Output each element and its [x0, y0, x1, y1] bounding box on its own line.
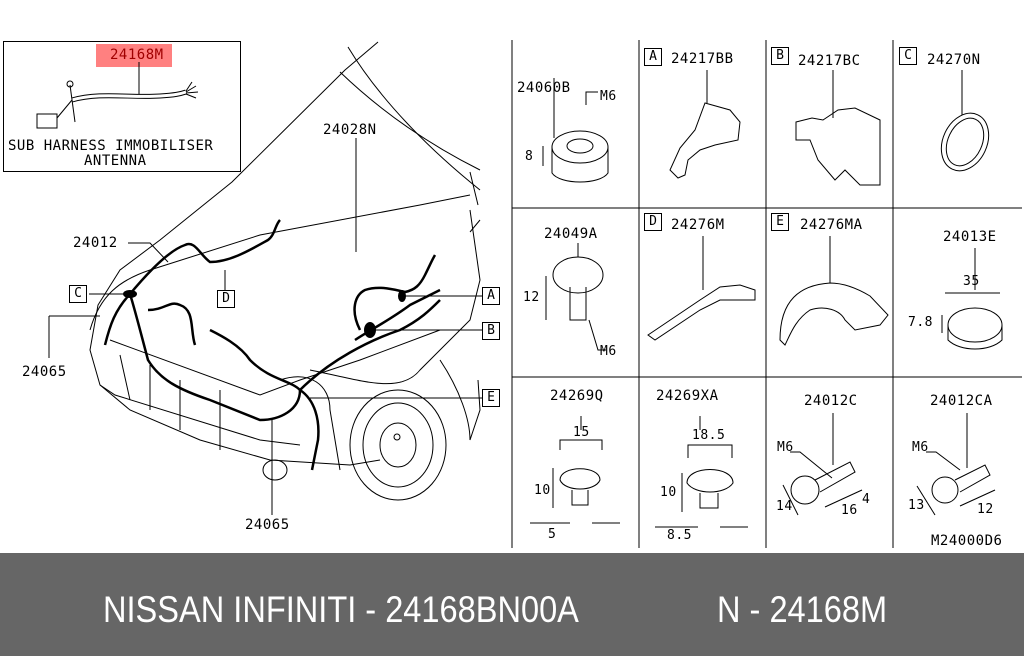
inset-sub-harness [3, 41, 241, 172]
dim-12-ca: 12 [977, 502, 994, 517]
dim-m6-ca: M6 [912, 440, 929, 455]
dim-35: 35 [963, 274, 980, 289]
dim-8: 8 [525, 149, 534, 164]
part-label-24276m[interactable]: 24276M [671, 217, 725, 233]
dim-m6: M6 [600, 89, 617, 104]
footer-bar: NISSAN INFINITI - 24168BN00A N - 24168M [0, 553, 1024, 656]
inset-caption-line1: SUB HARNESS IMMOBILISER [8, 138, 214, 154]
dim-10-q: 10 [534, 483, 551, 498]
dim-16: 16 [841, 503, 858, 518]
ref-box-a[interactable]: A [482, 287, 500, 305]
grid-ref-c: C [899, 47, 917, 65]
line-art [36, 40, 1022, 548]
grid-ref-d: D [644, 213, 662, 231]
highlight-part-number [96, 44, 172, 67]
ref-box-d[interactable]: D [217, 290, 235, 308]
part-label-24217bb[interactable]: 24217BB [671, 51, 734, 67]
inset-part-number[interactable]: 24168M [110, 47, 164, 63]
dim-5: 5 [548, 527, 557, 542]
dim-18-5: 18.5 [692, 428, 726, 443]
ref-box-c[interactable]: C [69, 285, 87, 303]
callout-24012[interactable]: 24012 [73, 235, 118, 251]
part-label-24049a[interactable]: 24049A [544, 226, 598, 242]
dim-m6-bolt: M6 [600, 344, 617, 359]
grid-ref-b: B [771, 47, 789, 65]
grid-ref-e: E [771, 213, 789, 231]
ref-box-e[interactable]: E [482, 389, 500, 407]
dim-12: 12 [523, 290, 540, 305]
dim-15: 15 [573, 425, 590, 440]
dim-13: 13 [908, 498, 925, 513]
dim-10-xa: 10 [660, 485, 677, 500]
part-label-24012ca[interactable]: 24012CA [930, 393, 993, 409]
part-label-24269xa[interactable]: 24269XA [656, 388, 719, 404]
part-label-24012c[interactable]: 24012C [804, 393, 858, 409]
part-label-24269q[interactable]: 24269Q [550, 388, 604, 404]
parts-diagram: 24168M SUB HARNESS IMMOBILISER ANTENNA [3, 40, 1022, 549]
dim-14: 14 [776, 499, 793, 514]
ref-box-b[interactable]: B [482, 322, 500, 340]
footer-title: NISSAN INFINITI - 24168BN00A [103, 589, 579, 630]
callout-24028n[interactable]: 24028N [323, 122, 377, 138]
dim-4: 4 [862, 492, 871, 507]
inset-caption-line2: ANTENNA [84, 153, 147, 169]
dim-7-8: 7.8 [908, 315, 933, 330]
part-label-24013e[interactable]: 24013E [943, 229, 997, 245]
footer-subtitle: N - 24168M [717, 589, 888, 630]
dim-m6-c: M6 [777, 440, 794, 455]
part-label-24060b[interactable]: 24060B [517, 80, 571, 96]
part-label-24276ma[interactable]: 24276MA [800, 217, 863, 233]
callout-24065-bottom[interactable]: 24065 [245, 517, 290, 533]
dim-8-5: 8.5 [667, 528, 692, 543]
grid-ref-a: A [644, 48, 662, 66]
drawing-code: M24000D6 [931, 533, 1003, 549]
part-label-24217bc[interactable]: 24217BC [798, 53, 861, 69]
part-label-24270n[interactable]: 24270N [927, 52, 981, 68]
callout-24065-left[interactable]: 24065 [22, 364, 67, 380]
